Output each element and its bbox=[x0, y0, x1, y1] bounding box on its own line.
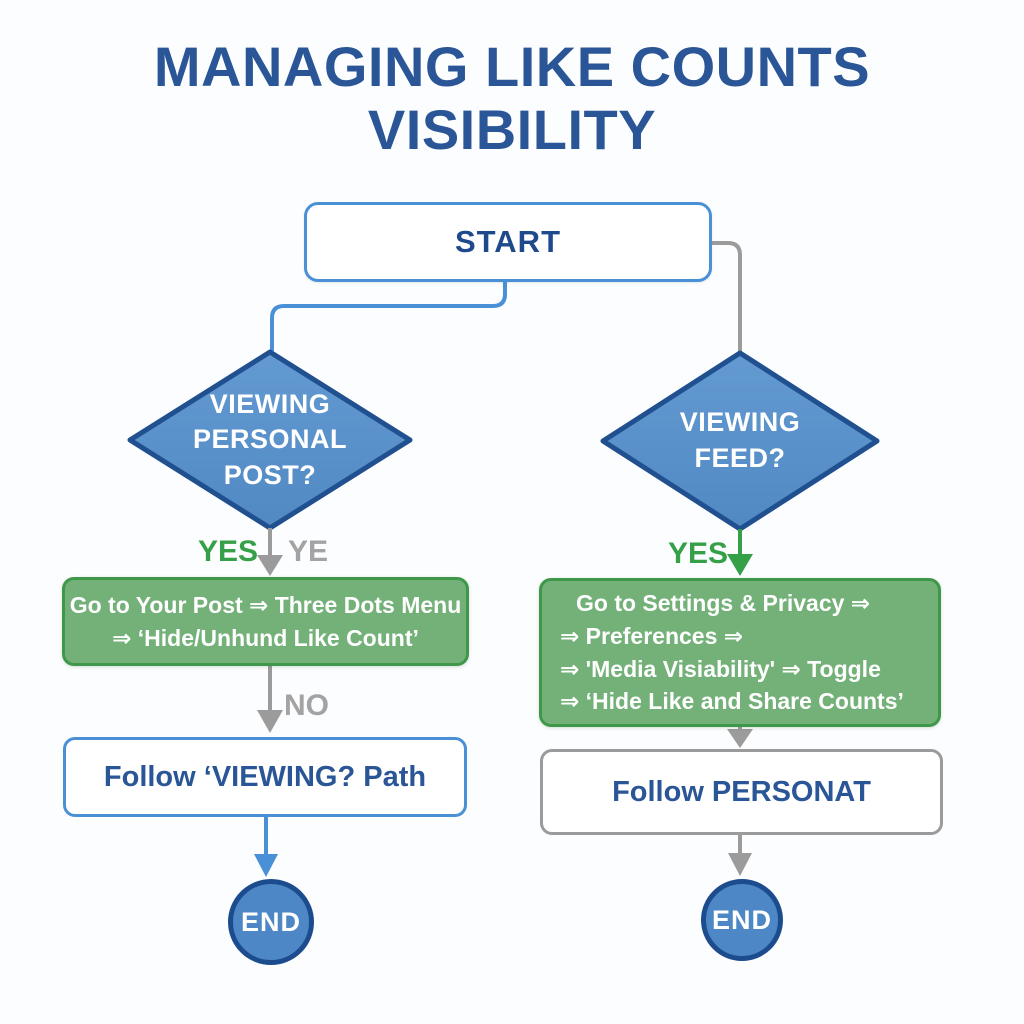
arrow-left-action-to-follow bbox=[257, 666, 283, 733]
right-decision-diamond bbox=[600, 350, 880, 532]
arrow-left-follow-to-end bbox=[254, 817, 278, 877]
left-decision-diamond bbox=[127, 349, 413, 531]
arrowhead bbox=[254, 854, 278, 877]
start-label: START bbox=[454, 224, 562, 259]
left-follow-node: Follow ‘VIEWING? Path bbox=[63, 737, 467, 817]
page-title-line2: VISIBILITY bbox=[367, 97, 657, 161]
right-yes-label: YES bbox=[667, 537, 728, 570]
arrow-right-action-to-follow bbox=[727, 727, 753, 748]
right-action-line: Go to Settings & Privacy ⇒ bbox=[576, 590, 871, 617]
right-action-line: ⇒ ‘Hide Like and Share Counts’ bbox=[560, 688, 904, 715]
right-end-label: END bbox=[711, 904, 772, 935]
right-action-line: ⇒ Preferences ⇒ bbox=[560, 622, 744, 649]
arrow-right-follow-to-end bbox=[728, 835, 752, 876]
arrowhead bbox=[728, 853, 752, 876]
right-action-node: Go to Settings & Privacy ⇒ ⇒ Preferences… bbox=[539, 578, 941, 727]
connector-start-to-left-decision bbox=[270, 281, 507, 351]
right-follow-node: Follow PERSONAT bbox=[540, 749, 943, 835]
left-end-node: END bbox=[228, 879, 314, 965]
right-end-node: END bbox=[701, 879, 783, 961]
left-action-line: ⇒ ‘Hide/Unhund Like Count’ bbox=[112, 624, 419, 651]
left-yes-label: YES bbox=[197, 535, 258, 568]
arrowhead bbox=[727, 729, 753, 748]
start-node: START bbox=[304, 202, 712, 282]
left-end-label: END bbox=[240, 906, 301, 937]
right-follow-label: Follow PERSONAT bbox=[612, 775, 871, 808]
left-action-node: Go to Your Post ⇒ Three Dots Menu ⇒ ‘Hid… bbox=[62, 577, 469, 666]
arrowhead bbox=[257, 710, 283, 733]
left-action-line: Go to Your Post ⇒ Three Dots Menu bbox=[69, 591, 462, 618]
connector-start-to-right-decision bbox=[712, 241, 742, 352]
left-ye-label: YE bbox=[288, 535, 329, 568]
arrowhead bbox=[727, 554, 753, 576]
arrowhead bbox=[257, 555, 283, 576]
page-title-line1: MANAGING LIKE COUNTS bbox=[153, 35, 871, 98]
right-action-line: ⇒ 'Media Visiability' ⇒ Toggle bbox=[560, 655, 881, 682]
left-no-label: NO bbox=[284, 689, 329, 722]
arrow-right-decision-to-action bbox=[727, 529, 753, 576]
left-follow-label: Follow ‘VIEWING? Path bbox=[103, 760, 427, 793]
page-title: MANAGING LIKE COUNTS VISIBILITY bbox=[0, 35, 1024, 161]
arrow-left-decision-to-action bbox=[257, 528, 283, 576]
